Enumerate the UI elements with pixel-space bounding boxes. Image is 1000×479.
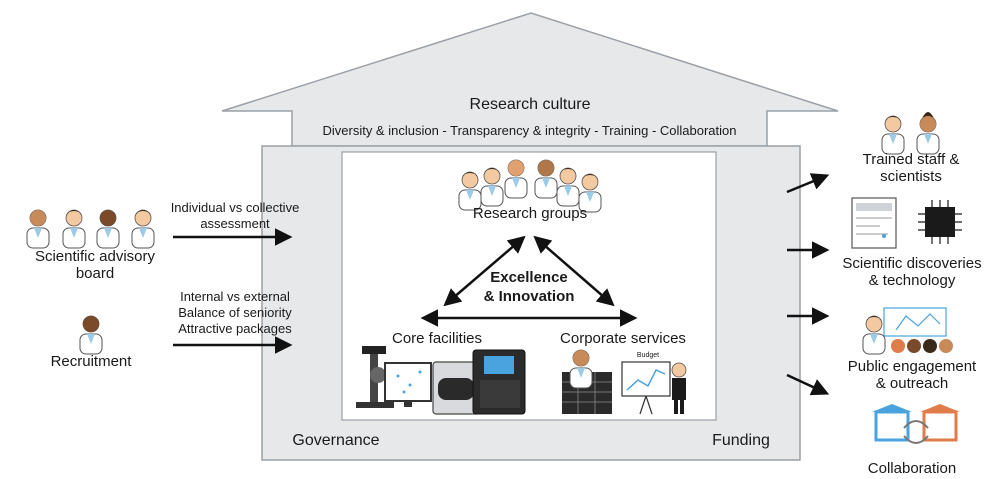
advisory-board-people-icon <box>26 209 155 249</box>
discoveries-label-line2: & technology <box>868 272 956 289</box>
engagement-label-line1: Public engagement <box>847 358 977 375</box>
core-facilities-label: Core facilities <box>391 330 483 347</box>
research-culture-values: Diversity & inclusion - Transparency & i… <box>322 123 737 138</box>
triangle-arrow-left <box>443 235 526 307</box>
presenter-icon <box>671 362 687 414</box>
trained-staff-label-line1: Trained staff & <box>862 151 960 168</box>
assessment-label-line1: Individual vs collective <box>170 200 300 215</box>
corporate-services-label: Corporate services <box>560 330 686 347</box>
computer-monitor-icon <box>384 362 432 407</box>
public-engagement-icon <box>862 307 953 355</box>
microchip-icon <box>918 200 962 244</box>
house-roof <box>221 12 839 147</box>
excellence-label-line2: & Innovation <box>483 288 575 305</box>
budget-chart-icon <box>621 361 671 415</box>
output-arrow-outreach <box>786 373 830 396</box>
advisory-board-label-line1: Scientific advisory <box>34 248 156 265</box>
research-culture-title: Research culture <box>469 96 591 113</box>
research-groups-people-icon <box>458 159 602 213</box>
excellence-label-line1: Excellence <box>490 269 568 286</box>
budget-label: Budget <box>636 352 660 359</box>
house <box>221 12 839 461</box>
criteria-packages: Attractive packages <box>178 321 292 336</box>
lab-instrument-icon <box>432 349 526 415</box>
recruitment-person-icon <box>79 315 103 355</box>
collaboration-label: Collaboration <box>867 460 957 477</box>
advisory-board-label-line2: board <box>75 265 115 282</box>
funding-label: Funding <box>712 432 770 449</box>
collaboration-icon <box>872 404 960 444</box>
criteria-internal-external: Internal vs external <box>180 289 290 304</box>
discoveries-label-line1: Scientific discoveries <box>842 255 982 272</box>
governance-label: Governance <box>292 432 380 449</box>
trained-staff-label-line2: scientists <box>880 168 942 185</box>
engagement-label-line2: & outreach <box>875 375 949 392</box>
research-groups-label: Research groups <box>472 205 588 222</box>
trained-staff-people-icon <box>881 112 940 155</box>
triangle-arrow-right <box>533 235 615 307</box>
microscope-icon <box>356 346 394 408</box>
server-rack-icon <box>562 349 612 414</box>
assessment-label-line2: assessment <box>200 216 270 231</box>
output-arrow-trained <box>786 173 830 194</box>
recruitment-label: Recruitment <box>50 353 132 370</box>
criteria-seniority: Balance of seniority <box>178 305 292 320</box>
scientific-paper-icon <box>851 197 897 249</box>
